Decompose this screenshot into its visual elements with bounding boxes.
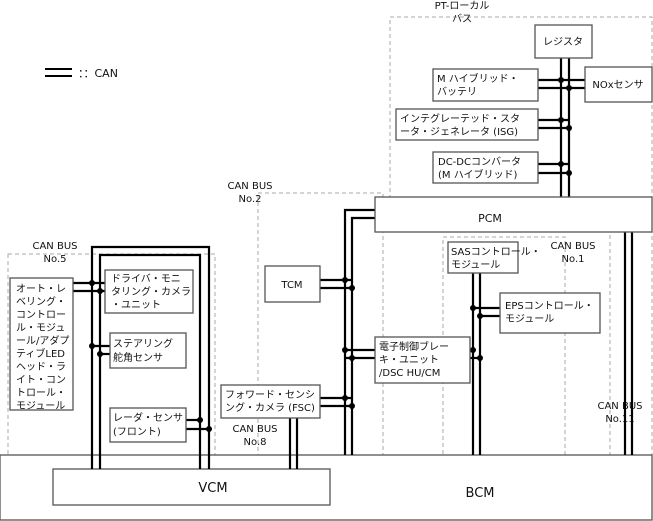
svg-text:DC-DCコンバータ(M ハイブリッド): DC-DCコンバータ(M ハイブリッド) <box>438 156 521 181</box>
module-pcm: PCM <box>374 196 653 233</box>
svg-text:ドライバ・モニタリング・カメラ・ユニット: ドライバ・モニタリング・カメラ・ユニット <box>111 273 191 311</box>
module-brake: 電子制御ブレーキ・ユニット/DSC HU/CM <box>374 336 471 384</box>
svg-text:NOxセンサ: NOxセンサ <box>592 79 643 91</box>
module-fsc: フォワード・センシング・カメラ (FSC) <box>220 384 321 419</box>
svg-text:TCM: TCM <box>280 280 302 291</box>
svg-text:フォワード・センシング・カメラ (FSC): フォワード・センシング・カメラ (FSC) <box>225 389 315 414</box>
svg-text:SASコントロール・モジュール: SASコントロール・モジュール <box>451 247 541 271</box>
vcm-box <box>52 468 331 506</box>
module-register: レジスタ <box>534 24 593 59</box>
module-steering-sensor: ステアリング舵角センサ <box>109 332 187 369</box>
module-isg: インテグレーテッド・スタータ・ジェネレータ (ISG) <box>395 108 539 141</box>
legend-label: ：：CAN <box>78 67 118 80</box>
svg-text:インテグレーテッド・スタータ・ジェネレータ (ISG): インテグレーテッド・スタータ・ジェネレータ (ISG) <box>400 112 520 138</box>
svg-text:M ハイブリッド・バッテリ: M ハイブリッド・バッテリ <box>437 72 519 98</box>
junction-dots <box>89 77 572 432</box>
svg-text:電子制御ブレーキ・ユニット/DSC HU/CM: 電子制御ブレーキ・ユニット/DSC HU/CM <box>379 340 449 379</box>
svg-text:PCM: PCM <box>478 212 502 225</box>
vcm-label: VCM <box>198 481 227 496</box>
module-tcm: TCM <box>264 265 321 303</box>
svg-text:オート・レ ベリング・ コントロー: オート・レ ベリング・ コントロー ル・モジュ ール/アダプ ティブLED ヘッ… <box>16 283 73 412</box>
svg-text:ステアリング舵角センサ: ステアリング舵角センサ <box>113 337 173 364</box>
svg-text:EPSコントロール・モジュール: EPSコントロール・モジュール <box>505 301 594 325</box>
pt-local-bus-label: PT-ローカルバス <box>435 0 490 25</box>
svg-text:レジスタ: レジスタ <box>543 36 583 48</box>
module-nox-sensor: NOxセンサ <box>584 66 653 103</box>
svg-text:レーダ・センサ(フロント): レーダ・センサ(フロント) <box>113 411 183 438</box>
module-headlight-control: オート・レ ベリング・ コントロー ル・モジュ ール/アダプ ティブLED ヘッ… <box>9 277 74 412</box>
module-sas: SASコントロール・モジュール <box>447 241 541 274</box>
bcm-label: BCM <box>466 486 495 501</box>
module-dcdc-converter: DC-DCコンバータ(M ハイブリッド) <box>432 151 539 184</box>
module-radar-sensor: レーダ・センサ(フロント) <box>109 407 187 443</box>
module-driver-camera: ドライバ・モニタリング・カメラ・ユニット <box>104 269 194 314</box>
legend: ：：CAN <box>45 67 118 80</box>
module-eps: EPSコントロール・モジュール <box>499 292 601 334</box>
module-m-hybrid-battery: M ハイブリッド・バッテリ <box>432 68 539 102</box>
